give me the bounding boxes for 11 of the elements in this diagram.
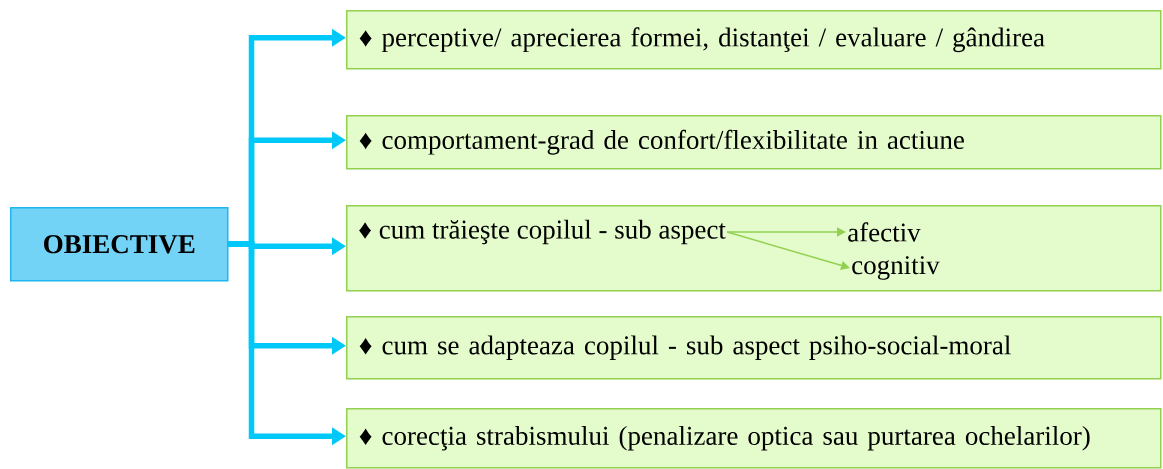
text-box: ♦ perceptive/ aprecierea formei, distanţei / evaluare / gândirea bbox=[346, 10, 1162, 70]
arrow bbox=[726, 231, 850, 270]
text-box: ♦ comportament-grad de confort/flexibilitate in actiune bbox=[346, 115, 1162, 170]
arrow bbox=[726, 227, 846, 237]
text: cognitiv bbox=[852, 256, 940, 280]
text: afectiv bbox=[848, 222, 921, 242]
text-box: ♦ cum se adapteaza copilul - sub aspect psiho-social-moral bbox=[346, 316, 1162, 380]
text: ♦ cum trăieşte copilul - sub aspect bbox=[359, 219, 726, 245]
text-box: ♦ corecţia strabismului (penalizare optica sau purtarea ochelarilor) bbox=[346, 408, 1162, 469]
text-box bbox=[346, 205, 1162, 292]
title-box: OBIECTIVE bbox=[10, 207, 229, 282]
